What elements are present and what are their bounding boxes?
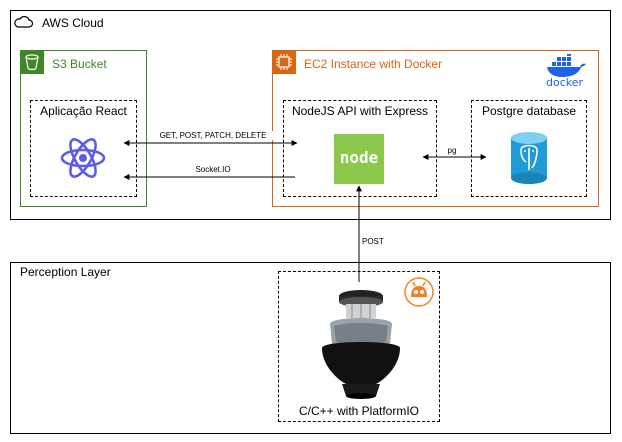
node-api-title: NodeJS API with Express [291,104,429,118]
react-atom-icon [60,138,106,178]
aws-cloud-group [10,10,611,220]
postgres-title: Postgre database [481,104,577,118]
aws-cloud-title: AWS Cloud [42,16,104,30]
ec2-group [272,50,599,207]
docker-logo-text: docker [546,76,584,89]
pg-label: pg [444,146,460,155]
chip-icon [272,50,296,74]
nodejs-logo-icon: node [334,134,384,184]
http-methods-label: GET, POST, PATCH, DELETE [152,131,274,140]
platformio-icon [404,277,434,307]
postgres-database-icon [511,132,547,184]
bucket-icon [20,50,44,74]
docker-whale-icon [547,54,586,77]
nodejs-logo-text: node [339,148,379,167]
react-app-box [30,100,137,197]
socket-io-label: Socket.IO [188,165,238,174]
post-label: POST [360,237,386,246]
s3-bucket-title: S3 Bucket [52,57,107,71]
sensor-device-icon [322,290,400,399]
perception-layer-title: Perception Layer [20,265,111,279]
device-title: C/C++ with PlatformIO [298,404,420,418]
s3-bucket-group [20,50,147,207]
cloud-icon [14,16,34,28]
perception-layer-group [10,262,611,434]
react-app-title: Aplicação React [40,104,127,118]
ec2-title: EC2 Instance with Docker [304,57,443,71]
